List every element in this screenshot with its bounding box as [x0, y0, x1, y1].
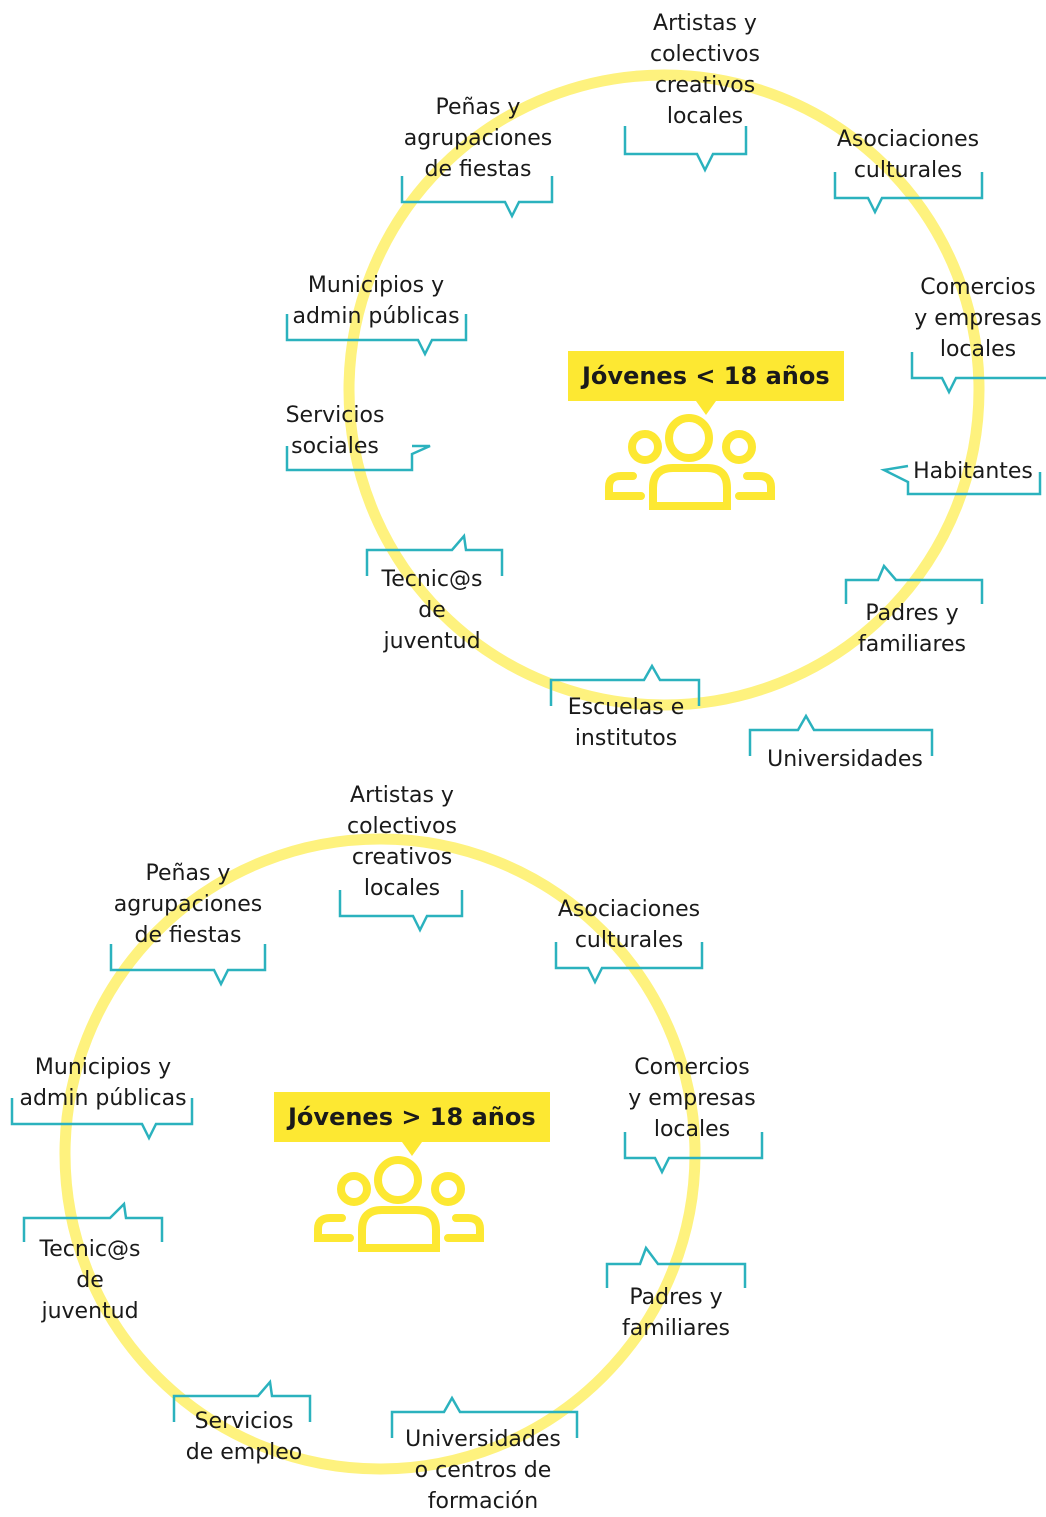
group-title-text: Jóvenes < 18 años: [582, 362, 830, 390]
stakeholder-label: Universidades o centros de formación: [405, 1427, 561, 1514]
diagram-graphics: [10, 833, 764, 1475]
callout-bracket: [910, 352, 1046, 395]
callout-bracket: [605, 1245, 747, 1288]
stakeholder-label: Comercios y empresas locales: [628, 1055, 756, 1142]
stakeholder-label: Comercios y empresas locales: [914, 275, 1042, 362]
stakeholder-label: Padres y familiares: [857, 601, 967, 657]
callout-bracket: [623, 126, 748, 173]
callout-bracket: [172, 1379, 312, 1422]
people-group-icon: [314, 1156, 484, 1252]
callout-bracket: [22, 1201, 164, 1242]
stakeholder-diagram-over-18: Artistas y colectivos creativos locales …: [0, 780, 1046, 1514]
group-title: Jóvenes < 18 años: [568, 351, 844, 415]
stakeholder-label: Asociaciones culturales: [836, 127, 980, 183]
callout-bracket: [400, 176, 554, 219]
callout-bracket: [880, 464, 1042, 496]
stakeholder-label: Servicios de empleo: [185, 1409, 303, 1465]
callout-bracket: [109, 944, 267, 987]
stakeholder-label: Peñas y agrupaciones de fiestas: [403, 95, 553, 182]
callout-tail: [695, 401, 716, 415]
callout-bracket: [10, 1098, 194, 1141]
stakeholder-label: Padres y familiares: [621, 1285, 731, 1341]
group-title-text: Jóvenes > 18 años: [288, 1103, 536, 1131]
callout-bracket: [748, 713, 934, 756]
callout-bracket: [365, 533, 504, 576]
callout-bracket: [285, 314, 468, 357]
callout-bracket: [549, 663, 701, 706]
stakeholder-label: Habitantes: [913, 459, 1033, 484]
stakeholder-label: Tecnic@s de juventud: [39, 1237, 141, 1324]
callout-bracket: [623, 1132, 764, 1175]
stakeholder-label: Municipios y admin públicas: [19, 1055, 187, 1111]
stakeholder-ring: [343, 69, 985, 711]
diagram-graphics: [285, 69, 1046, 756]
people-group-icon: [605, 414, 775, 510]
callout-bracket: [833, 172, 984, 215]
callout-bracket: [844, 563, 984, 604]
stakeholder-label: Servicios sociales: [285, 403, 385, 459]
stakeholder-diagram-under-18: Artistas y colectivos creativos locales …: [285, 11, 1046, 772]
callout-bracket: [390, 1395, 579, 1438]
callout-bracket: [338, 890, 464, 933]
callout-tail: [401, 1142, 422, 1156]
callout-bracket: [285, 444, 431, 472]
stakeholder-ring: [59, 833, 701, 1475]
stakeholder-label: Artistas y colectivos creativos locales: [347, 783, 457, 901]
stakeholder-label: Artistas y colectivos creativos locales: [650, 11, 760, 129]
stakeholder-label: Tecnic@s de juventud: [381, 567, 483, 654]
stakeholder-label: Universidades: [767, 747, 923, 772]
group-title: Jóvenes > 18 años: [274, 1092, 550, 1156]
stakeholder-label: Municipios y admin públicas: [292, 273, 460, 329]
stakeholder-label: Escuelas e institutos: [567, 695, 685, 751]
callout-bracket: [554, 942, 704, 985]
stakeholder-label: Asociaciones culturales: [557, 897, 701, 953]
stakeholder-label: Peñas y agrupaciones de fiestas: [113, 861, 263, 948]
